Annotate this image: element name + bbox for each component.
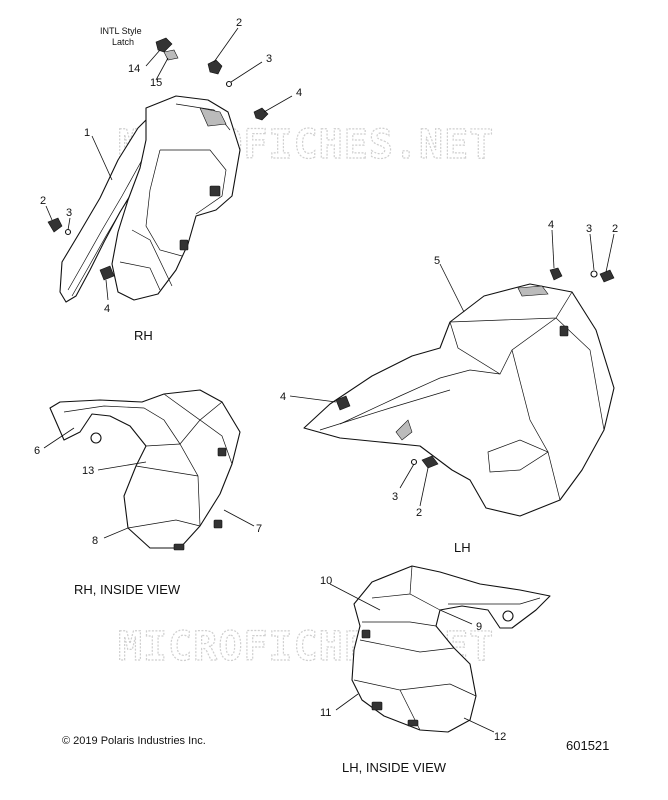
lh-side-panel-assembly	[303, 267, 615, 517]
copyright-text: © 2019 Polaris Industries Inc.	[62, 735, 206, 747]
intl-note-line2: Latch	[112, 37, 134, 47]
callout-1: 1	[84, 127, 90, 139]
callout-14: 14	[128, 63, 140, 75]
callout-3-rh: 3	[66, 207, 72, 219]
callout-5: 5	[434, 255, 440, 267]
callout-4-rh: 4	[104, 303, 110, 315]
callout-3-lh: 3	[392, 491, 398, 503]
callout-2-rh: 2	[40, 195, 46, 207]
callout-13: 13	[82, 465, 94, 477]
callout-numbers: 2 3 4 14 15 1 2 3 4 4 3 2 5 4 3 2 6 13 8…	[34, 17, 618, 743]
callout-7: 7	[256, 523, 262, 535]
callout-8: 8	[92, 535, 98, 547]
callout-2-lh: 2	[416, 507, 422, 519]
callout-11: 11	[320, 707, 331, 719]
callout-4-top: 4	[296, 87, 302, 99]
caption-lh-inside-view: LH, INSIDE VIEW	[342, 760, 447, 775]
figure-number: 601521	[566, 738, 609, 753]
leader-lines	[43, 27, 615, 733]
callout-3-lh-top: 3	[586, 223, 592, 235]
callout-2-lh-top: 2	[612, 223, 618, 235]
caption-rh: RH	[134, 328, 153, 343]
callout-4-lh: 4	[280, 391, 286, 403]
callout-10: 10	[320, 575, 332, 587]
callout-15: 15	[150, 77, 162, 89]
intl-note-line1: INTL Style	[100, 26, 142, 36]
rh-side-panel-assembly	[47, 37, 269, 303]
callout-6: 6	[34, 445, 40, 457]
lh-inside-view-assembly	[351, 565, 551, 733]
caption-rh-inside-view: RH, INSIDE VIEW	[74, 582, 181, 597]
callout-9: 9	[476, 621, 482, 633]
callout-3-top: 3	[266, 53, 272, 65]
callout-4-lh-top: 4	[548, 219, 554, 231]
callout-2-top: 2	[236, 17, 242, 29]
caption-lh: LH	[454, 540, 471, 555]
callout-12: 12	[494, 731, 506, 743]
rh-inside-view-assembly	[49, 389, 241, 551]
